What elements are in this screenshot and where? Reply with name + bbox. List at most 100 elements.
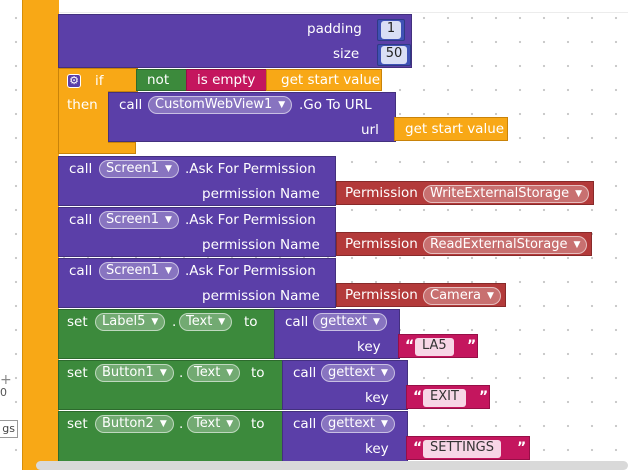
chevron-down-icon: ▼ bbox=[226, 368, 234, 378]
not-block[interactable]: not bbox=[136, 69, 188, 91]
open-quote: “ bbox=[405, 338, 415, 354]
permission-value-dropdown[interactable]: ReadExternalStorage▼ bbox=[423, 236, 588, 254]
screen-component-value: Screen1 bbox=[106, 263, 159, 278]
call-label: call bbox=[293, 416, 317, 432]
dot-label: . bbox=[179, 416, 184, 432]
permission-enum-block[interactable]: Permission WriteExternalStorage▼ bbox=[336, 181, 594, 205]
horizontal-scrollbar[interactable] bbox=[36, 461, 628, 470]
procedure-block-top[interactable]: padding 1 size 50 bbox=[58, 14, 412, 68]
gettext-dropdown[interactable]: gettext ▼ bbox=[313, 313, 387, 331]
if-block-header[interactable] bbox=[108, 68, 138, 92]
if-block[interactable]: ⚙ if then bbox=[58, 68, 110, 154]
set-component-dropdown[interactable]: Button2▼ bbox=[95, 415, 174, 433]
dot-label: . bbox=[172, 314, 177, 330]
property-dropdown[interactable]: Text▼ bbox=[179, 313, 233, 331]
permission-name-label: permission Name bbox=[202, 288, 320, 304]
workspace-top-border bbox=[30, 12, 628, 13]
call-label-1: call bbox=[119, 97, 143, 113]
set-text-block[interactable]: set Button2▼ . Text▼ to bbox=[58, 411, 284, 463]
zoom-plus-icon[interactable]: + bbox=[0, 372, 12, 388]
permission-value-dropdown[interactable]: Camera ▼ bbox=[423, 287, 501, 305]
screen-component-dropdown[interactable]: Screen1▼ bbox=[99, 160, 179, 178]
zoom-level: 0 bbox=[0, 386, 7, 399]
gettext-value: gettext bbox=[328, 365, 376, 380]
call-gettext-block[interactable]: call gettext▼ key bbox=[282, 360, 408, 410]
set-component-dropdown[interactable]: Label5▼ bbox=[95, 313, 166, 331]
call-label: call bbox=[69, 161, 93, 177]
call-gettext-block[interactable]: call gettext▼ key bbox=[282, 411, 408, 463]
if-label: if bbox=[95, 73, 104, 89]
permission-value-dropdown[interactable]: WriteExternalStorage ▼ bbox=[423, 185, 590, 203]
permission-enum-block[interactable]: Permission ReadExternalStorage▼ bbox=[336, 232, 592, 256]
to-label: to bbox=[244, 314, 258, 330]
chevron-down-icon: ▼ bbox=[164, 215, 172, 225]
text-string-value[interactable]: SETTINGS bbox=[423, 440, 502, 458]
set-text-block[interactable]: set Label5▼ . Text▼ to bbox=[58, 309, 276, 359]
chevron-down-icon: ▼ bbox=[164, 266, 172, 276]
text-string-block[interactable]: “ LA5 ” bbox=[398, 334, 478, 358]
gettext-value: gettext bbox=[320, 314, 368, 329]
padding-value[interactable]: 1 bbox=[381, 21, 401, 39]
ask-permission-block[interactable]: call Screen1▼ .Ask For Permission permis… bbox=[58, 207, 336, 257]
if-block-footer[interactable] bbox=[108, 142, 136, 154]
property-value: Text bbox=[194, 365, 221, 380]
gear-icon[interactable]: ⚙ bbox=[67, 74, 81, 88]
set-component-dropdown[interactable]: Button1▼ bbox=[95, 364, 174, 382]
gettext-dropdown[interactable]: gettext▼ bbox=[321, 415, 395, 433]
property-dropdown[interactable]: Text ▼ bbox=[187, 364, 241, 382]
get-start-value-label-1: get start value bbox=[281, 72, 381, 88]
permission-value: Camera bbox=[430, 288, 482, 303]
is-empty-block[interactable]: is empty bbox=[186, 69, 268, 91]
screen-component-dropdown[interactable]: Screen1 ▼ bbox=[99, 262, 179, 280]
size-label: size bbox=[333, 46, 360, 62]
set-label: set bbox=[67, 416, 88, 432]
screen-component-dropdown[interactable]: Screen1 ▼ bbox=[99, 211, 179, 229]
text-string-block[interactable]: “ SETTINGS ” bbox=[406, 436, 530, 460]
chevron-down-icon: ▼ bbox=[159, 368, 167, 378]
chevron-down-icon: ▼ bbox=[381, 419, 388, 429]
call-gettext-block[interactable]: call gettext▼ key bbox=[274, 309, 400, 359]
zoom-box[interactable]: gs bbox=[0, 420, 18, 438]
text-string-block[interactable]: “ EXIT ” bbox=[406, 385, 490, 409]
webview-component-dropdown[interactable]: CustomWebView1 ▼ bbox=[148, 96, 293, 114]
text-string-value[interactable]: LA5 bbox=[415, 338, 454, 356]
size-number-block[interactable]: 50 bbox=[377, 44, 411, 66]
close-quote: ” bbox=[467, 338, 477, 354]
padding-label: padding bbox=[307, 21, 362, 37]
set-text-block[interactable]: set Button1▼ . Text▼ to bbox=[58, 360, 284, 410]
set-label: set bbox=[67, 314, 88, 330]
permission-name-label: permission Name bbox=[202, 186, 320, 202]
permission-value: ReadExternalStorage bbox=[430, 237, 568, 252]
get-start-value-block-1[interactable]: get start value bbox=[266, 69, 382, 91]
zoom-controls: + 0 gs bbox=[0, 372, 20, 438]
ask-permission-block[interactable]: call Screen1 ▼ .Ask For Permission permis… bbox=[58, 258, 336, 308]
permission-value: WriteExternalStorage bbox=[430, 186, 570, 201]
ask-permission-block[interactable]: call Screen1▼ .Ask For Permission permis… bbox=[58, 156, 336, 206]
is-empty-label: is empty bbox=[197, 72, 256, 88]
call-webview-goto-url-block[interactable]: call CustomWebView1▼ .Go To URL url bbox=[108, 92, 396, 142]
size-value[interactable]: 50 bbox=[381, 46, 407, 64]
chevron-down-icon: ▼ bbox=[278, 100, 286, 110]
permission-enum-block[interactable]: Permission Camera ▼ bbox=[336, 283, 506, 307]
chevron-down-icon: ▼ bbox=[381, 368, 388, 378]
get-start-value-block-2[interactable]: get start value bbox=[394, 117, 508, 141]
webview-component-value: CustomWebView1 bbox=[155, 97, 273, 112]
set-component-value: Button2 bbox=[102, 416, 154, 431]
property-dropdown[interactable]: Text▼ bbox=[187, 415, 241, 433]
ask-permission-label: .Ask For Permission bbox=[185, 263, 316, 279]
text-string-value[interactable]: EXIT bbox=[423, 389, 466, 407]
permission-label: Permission bbox=[345, 287, 418, 303]
gettext-dropdown[interactable]: gettext ▼ bbox=[321, 364, 395, 382]
chevron-down-icon: ▼ bbox=[575, 189, 583, 199]
screen-component-value: Screen1 bbox=[106, 212, 159, 227]
chevron-down-icon: ▼ bbox=[487, 291, 494, 301]
event-block-bar[interactable] bbox=[22, 0, 59, 470]
call-label: call bbox=[69, 263, 93, 279]
chevron-down-icon: ▼ bbox=[373, 317, 380, 327]
call-label: call bbox=[285, 314, 309, 330]
padding-number-block[interactable]: 1 bbox=[377, 19, 405, 41]
key-label: key bbox=[365, 441, 389, 457]
get-start-value-label-2: get start value bbox=[405, 121, 505, 137]
key-label: key bbox=[365, 390, 389, 406]
